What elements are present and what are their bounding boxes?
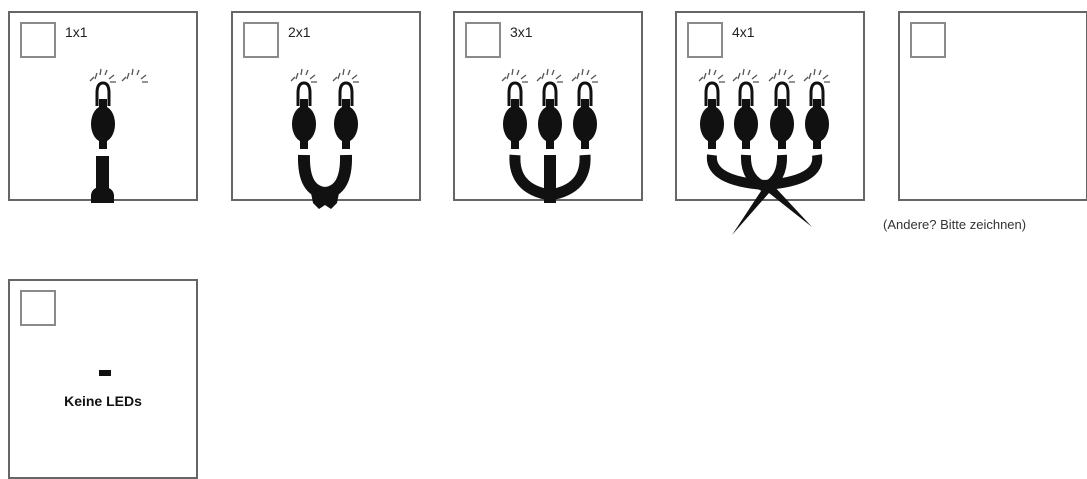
option-1x1[interactable]: 1x1 (8, 11, 198, 203)
checkbox[interactable] (243, 22, 279, 58)
option-3x1[interactable]: 3x1 (453, 11, 643, 203)
option-no-leds[interactable]: Keine LEDs (8, 279, 198, 479)
checkbox[interactable] (465, 22, 501, 58)
option-other-draw-area[interactable] (898, 11, 1087, 201)
option-label: 1x1 (65, 24, 88, 40)
option-label: 4x1 (732, 24, 755, 40)
led-string-2x1-icon (290, 68, 359, 209)
option-4x1[interactable]: 4x1 (675, 11, 865, 235)
no-leds-label: Keine LEDs (64, 393, 142, 409)
checkbox[interactable] (687, 22, 723, 58)
other-caption: (Andere? Bitte zeichnen) (883, 217, 1027, 232)
led-string-4x1-icon (698, 68, 830, 235)
option-2x1[interactable]: 2x1 (231, 11, 421, 209)
checkbox[interactable] (20, 22, 56, 58)
led-string-1x1-icon (89, 68, 148, 203)
checkbox[interactable] (910, 22, 946, 58)
led-string-3x1-icon (501, 68, 598, 203)
option-label: 2x1 (288, 24, 311, 40)
option-label: 3x1 (510, 24, 533, 40)
checkbox[interactable] (20, 290, 56, 326)
no-led-marker-icon (99, 370, 111, 376)
